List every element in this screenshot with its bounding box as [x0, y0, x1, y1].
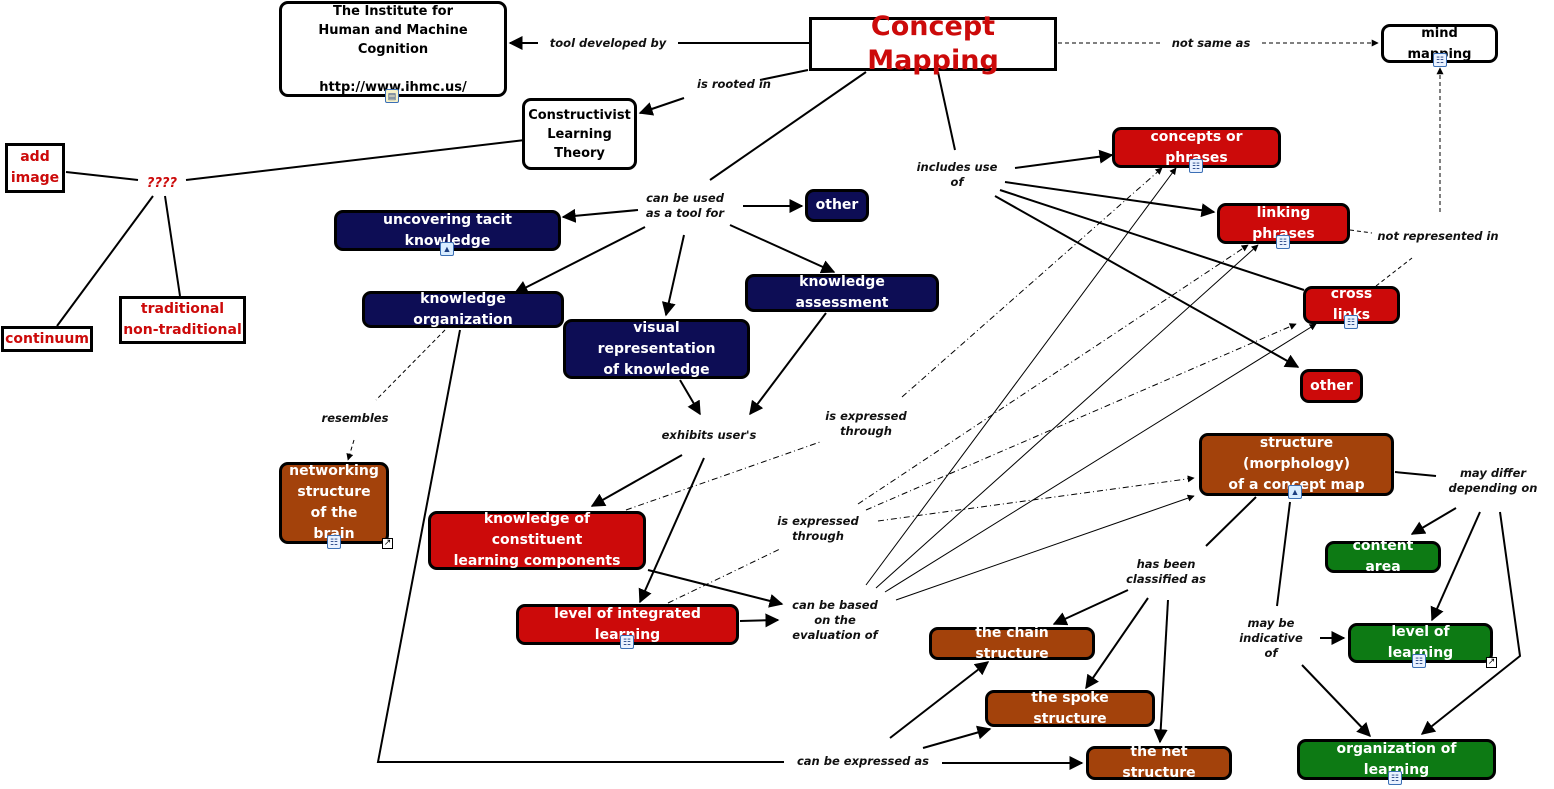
- edge: [638, 97, 685, 116]
- edge: [875, 244, 1259, 589]
- edge: [709, 71, 867, 181]
- edge: [889, 661, 990, 739]
- link-is-expressed-through-1[interactable]: is expressed through: [825, 409, 907, 438]
- link-is-expressed-through-2[interactable]: is expressed through: [777, 514, 859, 543]
- edge: [857, 244, 1249, 505]
- edge: [884, 323, 1317, 593]
- link-resembles[interactable]: resembles: [321, 411, 389, 425]
- edge: [1276, 501, 1291, 607]
- concept-map-icon[interactable]: ☷: [1344, 315, 1358, 329]
- knowledge-assessment-node[interactable]: knowledge assessment: [745, 274, 939, 312]
- concept-map-icon[interactable]: ☷: [1189, 159, 1203, 173]
- edge: [185, 139, 526, 181]
- chain-structure-node[interactable]: the chain structure: [929, 625, 1095, 662]
- edge: [1014, 149, 1114, 169]
- concept-map-icon[interactable]: ☷: [1412, 654, 1426, 668]
- image-icon[interactable]: ▲: [440, 242, 454, 256]
- image-icon[interactable]: ▲: [1288, 485, 1302, 499]
- edge: [679, 379, 701, 416]
- edge: [729, 224, 836, 274]
- other-navy-node[interactable]: other: [805, 189, 869, 222]
- edge: [749, 312, 827, 416]
- edge: [895, 494, 1195, 601]
- edge: [1349, 229, 1373, 234]
- edge: [994, 195, 1300, 368]
- edge: [937, 71, 956, 151]
- edge: [739, 613, 780, 628]
- edge: [164, 195, 181, 297]
- concept-map-icon[interactable]: ☷: [620, 635, 634, 649]
- link-question-marks[interactable]: ????: [146, 176, 178, 191]
- edge: [877, 475, 1195, 522]
- edge: [590, 454, 683, 507]
- link-can-be-expressed-as[interactable]: can be expressed as: [796, 754, 930, 768]
- edge: [1205, 496, 1257, 547]
- edge: [1052, 589, 1129, 626]
- edge: [1085, 597, 1149, 690]
- visual-representation-node[interactable]: visual representation of knowledge: [563, 319, 750, 379]
- web-page-icon[interactable]: ▤: [385, 89, 399, 103]
- edge: [638, 457, 705, 604]
- edge: [625, 441, 821, 511]
- link-tool-developed-by[interactable]: tool developed by: [549, 36, 667, 50]
- knowledge-organization-node[interactable]: knowledge organization: [362, 291, 564, 328]
- edge: [647, 569, 784, 608]
- edge: [346, 439, 355, 461]
- concept-mapping-node[interactable]: Concept Mapping: [809, 11, 1057, 76]
- link-may-differ-depending-on[interactable]: may differ depending on: [1448, 466, 1538, 495]
- edge: [1004, 181, 1216, 218]
- shortcut-arrow-icon[interactable]: ↗: [1486, 657, 1497, 668]
- constructivist-node[interactable]: Constructivist Learning Theory: [522, 98, 637, 170]
- edge: [865, 167, 1177, 586]
- edge: [759, 69, 809, 81]
- edge: [1420, 511, 1522, 735]
- content-area-node[interactable]: content area: [1325, 538, 1441, 575]
- edge: [1394, 471, 1437, 477]
- link-exhibits-users[interactable]: exhibits user's: [661, 428, 757, 442]
- concept-map-icon[interactable]: ☷: [327, 535, 341, 549]
- edge: [865, 323, 1297, 511]
- edge: [56, 195, 154, 327]
- networking-structure-node[interactable]: networking structure of the brain: [279, 462, 389, 544]
- link-can-be-used-as-tool[interactable]: can be used as a tool for: [645, 191, 725, 220]
- link-may-be-indicative-of[interactable]: may be indicative of: [1239, 616, 1303, 660]
- edge: [1153, 599, 1169, 744]
- edge: [375, 329, 446, 401]
- edge: [661, 234, 685, 317]
- edge: [65, 171, 139, 181]
- other-red-node[interactable]: other: [1300, 369, 1363, 403]
- net-structure-node[interactable]: the net structure: [1086, 744, 1232, 781]
- link-includes-use-of[interactable]: includes use of: [916, 160, 998, 189]
- edge: [1430, 511, 1481, 622]
- edge: [999, 189, 1305, 291]
- edge: [561, 208, 639, 223]
- traditional-node[interactable]: traditional non-traditional: [119, 296, 246, 344]
- edge: [1410, 507, 1457, 535]
- edge: [901, 167, 1163, 398]
- concept-map-icon[interactable]: ☷: [1388, 771, 1402, 785]
- spoke-structure-node[interactable]: the spoke structure: [985, 690, 1155, 727]
- concept-map-icon[interactable]: ☷: [1433, 53, 1447, 67]
- concept-map-icon[interactable]: ☷: [1276, 235, 1290, 249]
- ihmc-node[interactable]: The Institute for Human and Machine Cogn…: [279, 1, 507, 97]
- edge: [513, 226, 646, 294]
- link-can-be-based-on-evaluation[interactable]: can be based on the evaluation of: [792, 598, 878, 642]
- edge: [667, 548, 781, 604]
- edge: [1301, 664, 1371, 738]
- edge: [376, 329, 784, 763]
- continuum-node[interactable]: continuum: [1, 326, 93, 352]
- link-not-represented-in[interactable]: not represented in: [1377, 229, 1499, 243]
- shortcut-arrow-icon[interactable]: ↗: [382, 538, 393, 549]
- knowledge-constituent-node[interactable]: knowledge of constituent learning compon…: [428, 511, 646, 570]
- link-not-same-as[interactable]: not same as: [1171, 36, 1251, 50]
- edge: [1375, 257, 1413, 287]
- link-has-been-classified-as[interactable]: has been classified as: [1126, 557, 1206, 586]
- edge: [922, 725, 992, 749]
- link-is-rooted-in[interactable]: is rooted in: [697, 77, 771, 91]
- add-image-node[interactable]: add image: [5, 143, 65, 193]
